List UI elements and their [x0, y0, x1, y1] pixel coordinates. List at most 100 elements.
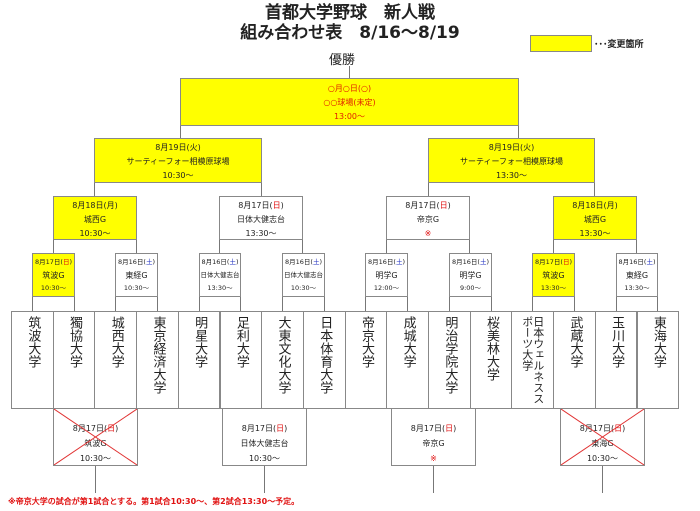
- day-of-week: 火: [189, 143, 198, 152]
- game-venue: 筑波G: [542, 271, 565, 280]
- game-date: 8月17日(日): [533, 256, 574, 269]
- game-time: ※: [430, 454, 437, 463]
- team-box: 東海大学: [636, 311, 680, 409]
- connector-line: [636, 240, 637, 253]
- team-name: 日本ウェルネススポーツ大学: [520, 316, 545, 404]
- team-name: 明治学院大学: [442, 316, 458, 394]
- team-box: 日本ウェルネススポーツ大学: [511, 311, 555, 409]
- team-name: 明星大学: [192, 316, 208, 368]
- connector-line: [518, 126, 519, 138]
- game-venue: 帝京G: [422, 439, 445, 448]
- date-prefix: 8月17日(: [579, 424, 615, 433]
- connector-line: [53, 240, 54, 253]
- day-of-week: 日: [562, 258, 570, 266]
- connector-line: [264, 466, 265, 493]
- game-venue: 東海G: [591, 439, 614, 448]
- date-suffix: ): [622, 424, 626, 433]
- date-prefix: 8月17日(: [241, 424, 277, 433]
- date-prefix: 8月17日(: [238, 201, 273, 210]
- game-time: 10:30〜: [123, 284, 150, 292]
- game-time: 10:30〜: [40, 284, 67, 292]
- game-time: 13:30〜: [495, 171, 528, 180]
- first-round-game: 8月17日(日) 筑波G 10:30〜: [32, 253, 75, 297]
- game-time: 13:30〜: [540, 284, 567, 292]
- game-time: 10:30〜: [79, 229, 111, 238]
- connector-line: [95, 466, 96, 493]
- game-time: 10:30〜: [79, 454, 112, 463]
- game-time: 13:30〜: [245, 229, 277, 238]
- connector-line: [94, 183, 95, 196]
- team-box: 城西大学: [94, 311, 138, 409]
- date-suffix: ): [447, 201, 451, 210]
- date-prefix: 8月17日(: [410, 424, 446, 433]
- game-venue: 日体大健志台: [284, 271, 323, 279]
- game-venue: 筑波G: [42, 271, 65, 280]
- game-venue: 東経G: [625, 271, 649, 280]
- team-name: 東京経済大学: [150, 316, 166, 394]
- game-venue: 帝京G: [416, 215, 440, 224]
- game-date: 8月16日(土): [450, 256, 491, 269]
- connector-line: [449, 297, 450, 311]
- game-date: 8月17日(日): [387, 199, 469, 213]
- cancelled-cross-icon: [561, 409, 644, 465]
- day-of-week: 日: [439, 201, 448, 210]
- connector-line: [32, 297, 33, 311]
- connector-line: [532, 297, 533, 311]
- game-date: 8月19日(火): [429, 141, 594, 155]
- game-date: 8月17日(日): [220, 199, 302, 213]
- team-box: 帝京大学: [344, 311, 388, 409]
- team-name: 筑波大学: [25, 316, 41, 368]
- day-of-week: 日: [272, 201, 281, 210]
- game-date: 8月19日(火): [95, 141, 261, 155]
- team-name: 城西大学: [108, 316, 124, 368]
- date-prefix: 8月16日(: [118, 258, 146, 266]
- connector-line: [386, 240, 387, 253]
- date-prefix: 8月18日(: [72, 201, 107, 210]
- game-venue: 日体大健志台: [240, 439, 289, 448]
- team-name: 玉川大学: [609, 316, 625, 368]
- date-suffix: ): [114, 201, 118, 210]
- day-of-week: 日: [276, 424, 285, 433]
- date-prefix: 8月17日(: [405, 201, 440, 210]
- game-venue: サーティーフォー相模原球場: [126, 157, 230, 166]
- team-name: 日本体育大学: [317, 316, 333, 394]
- date-suffix: ): [152, 258, 155, 266]
- date-suffix: ): [197, 143, 201, 152]
- connector-line: [282, 297, 283, 311]
- final-date: ○月○日(○): [327, 84, 372, 93]
- team-box: 桜美林大学: [469, 311, 513, 409]
- connector-line: [115, 297, 116, 311]
- date-suffix: ): [235, 258, 239, 266]
- date-prefix: 8月17日(: [535, 258, 563, 266]
- connector-line: [407, 297, 408, 311]
- date-prefix: 8月19日(: [155, 143, 190, 152]
- connector-line: [240, 297, 241, 311]
- game-venue: 日体大健志台: [200, 271, 240, 279]
- connector-line: [574, 297, 575, 311]
- date-prefix: 8月16日(: [285, 258, 313, 266]
- team-box: 日本体育大学: [302, 311, 346, 409]
- title-line-1: 首都大学野球 新人戦: [265, 3, 435, 23]
- date-suffix: ): [319, 258, 322, 266]
- legend-label: ･･･変更箇所: [594, 40, 644, 50]
- connector-line: [74, 297, 75, 311]
- game-date: 8月17日(日): [33, 256, 74, 269]
- quarterfinal-game: 8月17日(日)帝京G※: [386, 196, 470, 240]
- team-name: 桜美林大学: [484, 316, 500, 381]
- game-time: 13:30〜: [207, 284, 233, 292]
- date-suffix: ): [280, 201, 284, 210]
- team-name: 獨協大学: [67, 316, 83, 368]
- date-suffix: ): [284, 424, 288, 433]
- team-box: 獨協大学: [52, 311, 96, 409]
- final-time: 13:00〜: [333, 112, 366, 121]
- team-box: 東京経済大学: [136, 311, 179, 409]
